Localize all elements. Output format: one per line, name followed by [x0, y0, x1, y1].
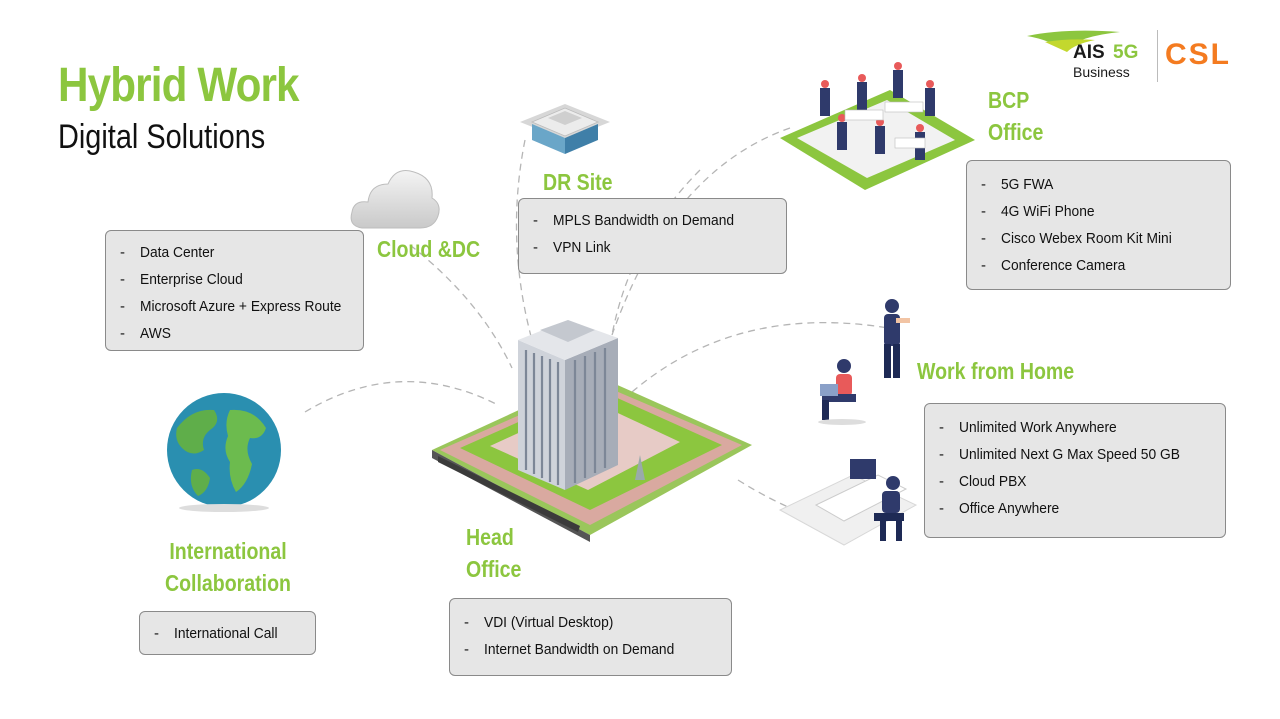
- list-item: -MPLS Bandwidth on Demand: [533, 212, 735, 229]
- list-item: -Cloud PBX: [939, 473, 1027, 490]
- connector-globe: [304, 380, 499, 413]
- head-office-label-line2: Office: [466, 556, 522, 582]
- dr-site-building-icon: [520, 104, 610, 154]
- bcp-office-box: -5G FWA -4G WiFi Phone -Cisco Webex Room…: [966, 160, 1231, 290]
- bcp-office-label-line1: BCP: [988, 87, 1030, 113]
- international-box: -International Call: [139, 611, 316, 655]
- list-item: -Unlimited Next G Max Speed 50 GB: [939, 446, 1180, 463]
- ais-logo-5g: 5G: [1113, 42, 1139, 63]
- international-label-line1: International: [169, 538, 287, 564]
- page-subtitle: Digital Solutions: [58, 118, 266, 156]
- list-item: -Internet Bandwidth on Demand: [464, 641, 675, 658]
- work-from-home-box: -Unlimited Work Anywhere -Unlimited Next…: [924, 403, 1226, 538]
- dr-site-label: DR Site: [543, 169, 613, 195]
- remote-worker-standing-icon: [884, 299, 910, 378]
- list-item: -Conference Camera: [981, 257, 1126, 274]
- cloud-dc-label: Cloud &DC: [377, 236, 481, 262]
- bcp-office-label-line2: Office: [988, 119, 1044, 145]
- remote-worker-sitting-icon: [818, 359, 866, 425]
- list-item: -Data Center: [120, 244, 215, 261]
- page-title: Hybrid Work: [58, 59, 300, 112]
- list-item: -VDI (Virtual Desktop): [464, 614, 614, 631]
- ais-swoosh-icon: [1027, 30, 1120, 52]
- ais-logo: AIS 5G Business: [1025, 28, 1150, 84]
- list-item: -AWS: [120, 325, 171, 342]
- head-office-building-icon: [432, 320, 752, 542]
- work-from-home-label: Work from Home: [917, 358, 1075, 384]
- connector-dr-left: [515, 139, 533, 341]
- international-label-line2: Collaboration: [164, 570, 291, 596]
- list-item: -Office Anywhere: [939, 500, 1060, 517]
- list-item: -4G WiFi Phone: [981, 203, 1095, 220]
- cloud-icon: [350, 170, 440, 229]
- cloud-dc-box: -Data Center -Enterprise Cloud -Microsof…: [105, 230, 364, 351]
- connector-wfh: [631, 322, 901, 393]
- remote-desk-icon: [778, 459, 918, 546]
- bcp-office-floor-icon: [780, 62, 975, 190]
- head-office-box: -VDI (Virtual Desktop) -Internet Bandwid…: [449, 598, 732, 676]
- dr-site-box: -MPLS Bandwidth on Demand -VPN Link: [518, 198, 787, 274]
- list-item: -International Call: [154, 625, 278, 642]
- connector-cloud: [409, 244, 513, 369]
- logo-divider: [1157, 30, 1158, 82]
- list-item: -Unlimited Work Anywhere: [939, 419, 1117, 436]
- list-item: -Enterprise Cloud: [120, 271, 243, 288]
- ais-logo-business: Business: [1073, 64, 1130, 80]
- list-item: -VPN Link: [533, 239, 611, 256]
- list-item: -5G FWA: [981, 176, 1054, 193]
- ais-logo-text: AIS: [1073, 42, 1105, 63]
- globe-icon: [167, 393, 281, 512]
- csl-logo: CSL: [1165, 38, 1231, 71]
- list-item: -Microsoft Azure + Express Route: [120, 298, 342, 315]
- list-item: -Cisco Webex Room Kit Mini: [981, 230, 1172, 247]
- head-office-label-line1: Head: [466, 524, 514, 550]
